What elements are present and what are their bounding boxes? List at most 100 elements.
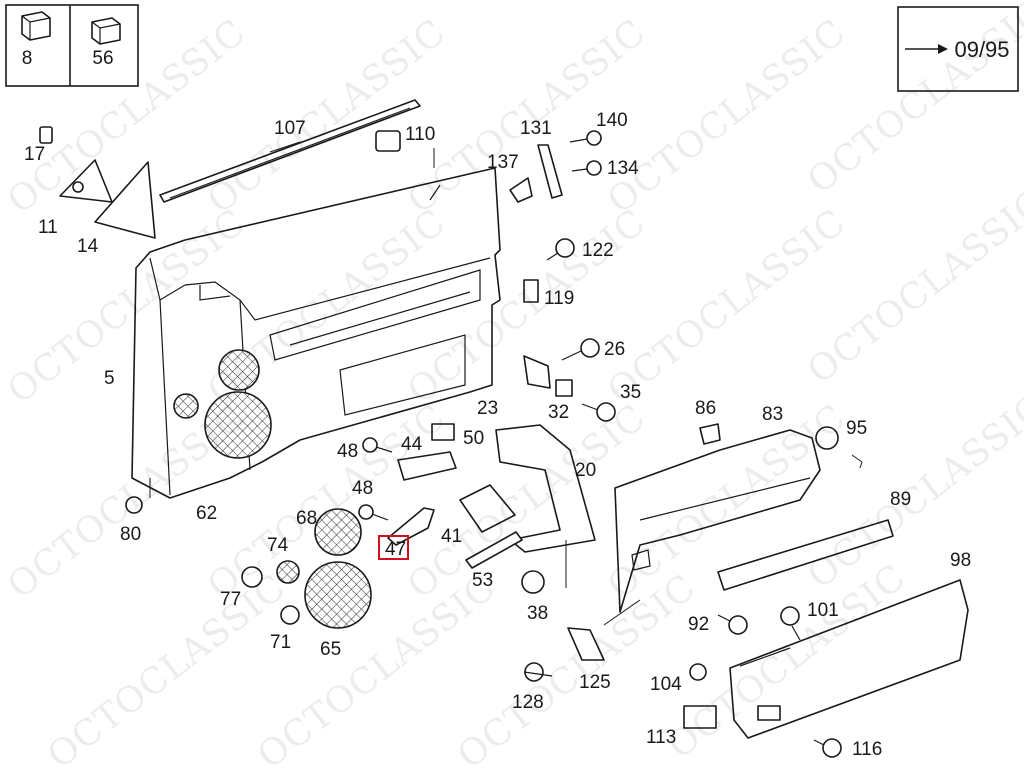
callout-26: 26 xyxy=(604,339,625,360)
speaker-cover-65 xyxy=(304,561,372,629)
strip-53 xyxy=(465,531,523,569)
callout-110: 110 xyxy=(405,124,435,145)
callout-48-lower: 48 xyxy=(352,478,373,499)
clip-17 xyxy=(39,126,53,144)
mirror-screw-icon xyxy=(72,181,84,193)
callout-113: 113 xyxy=(646,727,676,748)
callout-62: 62 xyxy=(196,503,217,524)
nut-38 xyxy=(521,570,545,594)
callout-77: 77 xyxy=(220,589,241,610)
screw-140 xyxy=(569,130,602,146)
legend-item-8-icon xyxy=(21,11,51,41)
validity-box: 09/95 xyxy=(897,6,1019,92)
tweeter-grille xyxy=(218,349,260,391)
callout-65: 65 xyxy=(320,639,341,660)
screw-134 xyxy=(571,160,602,176)
callout-48-upper: 48 xyxy=(337,441,358,462)
callout-labels: 17 11 14 107 110 131 140 137 134 122 119… xyxy=(24,110,971,760)
leader-lines xyxy=(149,141,863,626)
validity-date: 09/95 xyxy=(954,37,1009,62)
callout-137: 137 xyxy=(487,152,519,173)
callout-101: 101 xyxy=(807,600,839,621)
clip-119 xyxy=(523,279,539,303)
screw-35 xyxy=(581,402,616,422)
callout-38: 38 xyxy=(527,603,548,624)
mirror-cover-11 xyxy=(59,159,113,203)
callout-35: 35 xyxy=(620,382,641,403)
callout-98: 98 xyxy=(950,550,971,571)
clip-110 xyxy=(375,130,401,152)
callout-119: 119 xyxy=(544,288,574,309)
lower-panel-83 xyxy=(614,429,821,613)
legend-item-8-label: 8 xyxy=(22,48,33,69)
screw-101 xyxy=(780,606,801,641)
legend-box: 8 56 xyxy=(5,4,139,87)
callout-74: 74 xyxy=(267,535,289,556)
callout-128: 128 xyxy=(512,692,544,713)
bracket-41 xyxy=(459,484,516,533)
callout-32: 32 xyxy=(548,402,569,423)
clip-104 xyxy=(689,663,707,681)
screw-80 xyxy=(125,496,143,514)
callout-95: 95 xyxy=(846,418,867,439)
ring-71 xyxy=(280,605,300,625)
callout-116: 116 xyxy=(852,739,882,760)
clip-86 xyxy=(699,423,721,445)
clip-113 xyxy=(683,705,717,729)
screw-48-upper xyxy=(362,437,393,453)
clip-50 xyxy=(431,423,455,441)
armrest-trim-20 xyxy=(495,424,596,553)
trim-strip-89 xyxy=(717,519,894,591)
screw-26 xyxy=(561,338,600,361)
pocket-panel-98 xyxy=(729,579,969,739)
handle-mechanism-44 xyxy=(397,451,457,481)
speaker-cover-74 xyxy=(276,560,300,584)
callout-53: 53 xyxy=(472,570,493,591)
legend-item-56-label: 56 xyxy=(92,48,113,69)
cap-95 xyxy=(815,426,839,450)
slot-icon xyxy=(757,705,781,721)
callout-80: 80 xyxy=(120,524,141,545)
screw-48-lower xyxy=(358,504,389,521)
speaker-cover-68 xyxy=(314,508,362,556)
callout-140: 140 xyxy=(596,110,628,131)
screw-128 xyxy=(523,662,553,682)
callout-86: 86 xyxy=(695,398,716,419)
screw-122 xyxy=(546,238,575,261)
door-speaker-grille xyxy=(204,391,272,459)
plug-137 xyxy=(509,177,533,203)
legend-item-56-icon xyxy=(91,17,121,45)
bracket-131 xyxy=(537,144,563,199)
callout-107: 107 xyxy=(274,118,306,139)
screw-116 xyxy=(813,738,842,758)
clip-32 xyxy=(555,379,573,397)
callout-104: 104 xyxy=(650,674,682,695)
callout-125: 125 xyxy=(579,672,611,693)
callout-134: 134 xyxy=(607,158,639,179)
callout-11: 11 xyxy=(38,217,58,238)
callout-47: 47 xyxy=(385,539,406,560)
ring-77 xyxy=(241,566,263,588)
callout-23: 23 xyxy=(477,398,498,419)
arrowhead-icon xyxy=(938,44,948,54)
callout-44: 44 xyxy=(401,434,423,455)
window-seal-strip xyxy=(159,99,421,203)
callout-17: 17 xyxy=(24,144,45,165)
bracket-23 xyxy=(523,355,551,389)
callout-131: 131 xyxy=(520,118,552,139)
mirror-triangle-14 xyxy=(94,161,156,239)
callout-83: 83 xyxy=(762,404,783,425)
callout-20: 20 xyxy=(575,460,596,481)
screw-92 xyxy=(717,614,748,635)
highlight-box-47 xyxy=(378,535,409,560)
callout-89: 89 xyxy=(890,489,911,510)
callout-14: 14 xyxy=(77,236,99,257)
callout-68: 68 xyxy=(296,508,317,529)
callout-71: 71 xyxy=(270,632,291,653)
callout-122: 122 xyxy=(582,240,614,261)
small-speaker-grille xyxy=(173,393,199,419)
callout-92: 92 xyxy=(688,614,709,635)
callout-5: 5 xyxy=(104,368,115,389)
